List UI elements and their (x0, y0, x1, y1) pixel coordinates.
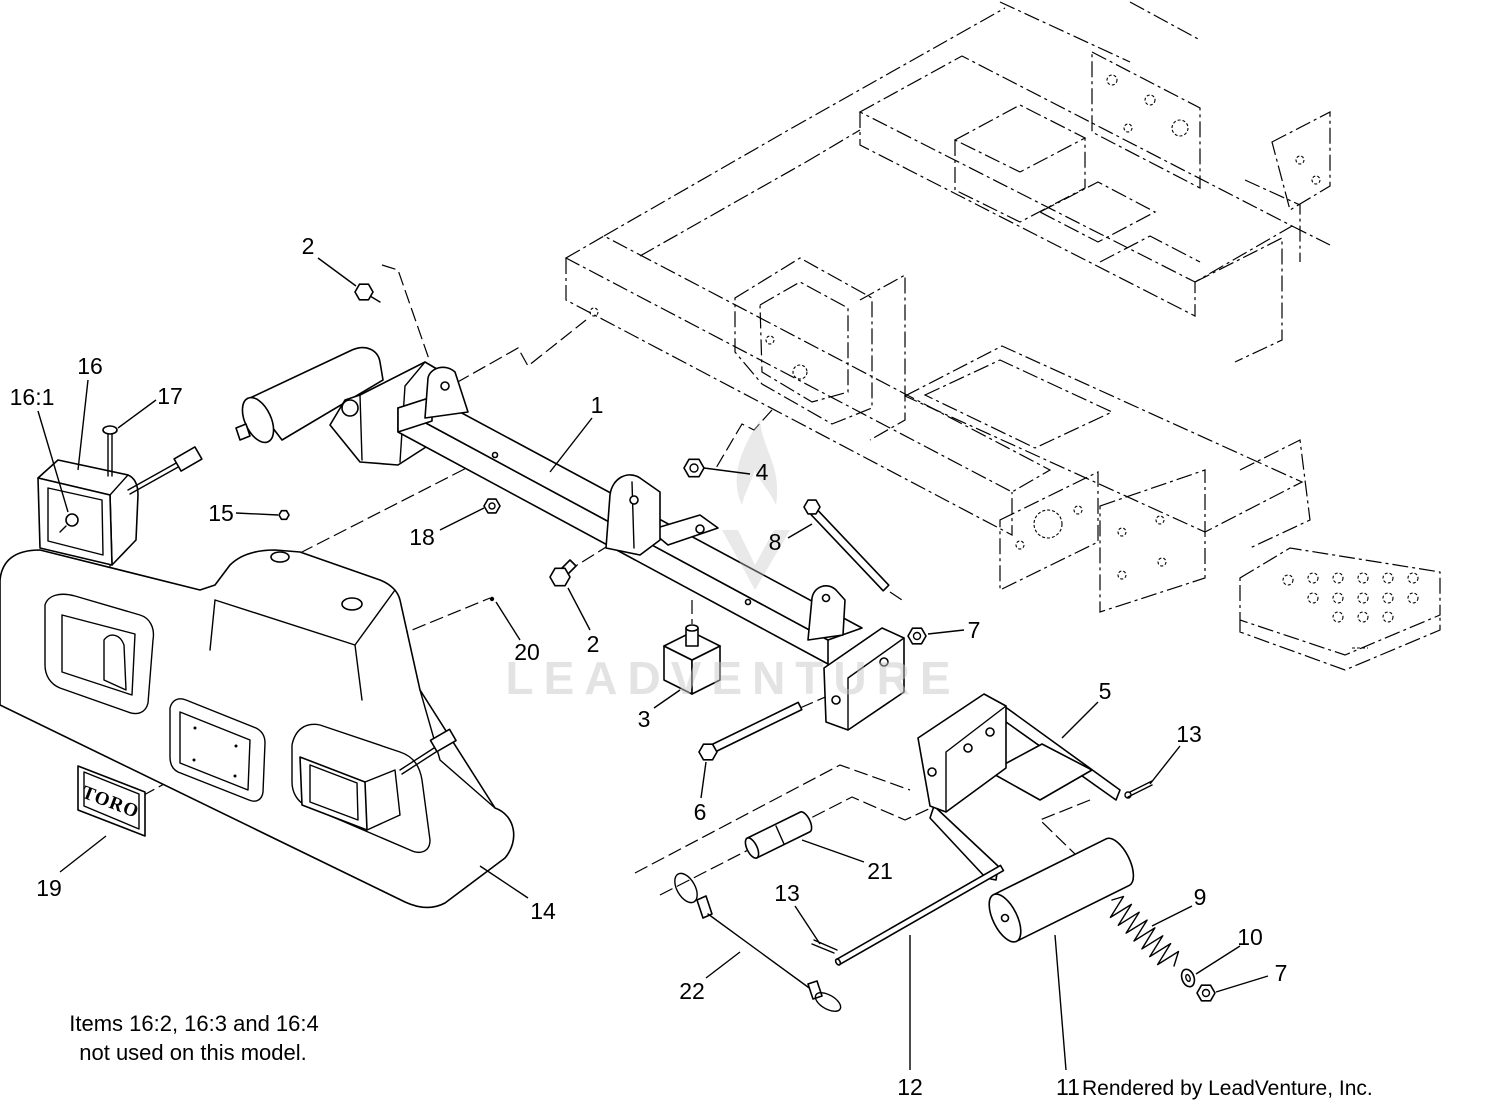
callout-label: 10 (1237, 924, 1263, 950)
bolt-2-lower (549, 559, 577, 587)
bumper-block (663, 624, 721, 695)
callout-label: 4 (756, 459, 769, 485)
wire-connector-right (399, 728, 457, 775)
watermark-text: LEADVENTURE (505, 652, 960, 704)
callout-label: 13 (774, 880, 800, 906)
nut-18 (483, 498, 501, 514)
callout-label: 20 (514, 639, 540, 665)
front-roller (988, 837, 1135, 943)
washer-10 (1180, 968, 1196, 988)
bolt-6 (698, 701, 803, 761)
roller-bracket (917, 693, 1121, 881)
callout-label: 3 (638, 706, 651, 732)
callout-label: 7 (1275, 960, 1288, 986)
callout-label: 14 (530, 898, 556, 924)
callout-label: 11 (1056, 1074, 1080, 1100)
nut-7-upper (907, 627, 927, 645)
headlight (37, 459, 139, 566)
spring (1109, 895, 1180, 967)
usage-note: Items 16:2, 16:3 and 16:4 not used on th… (69, 1011, 319, 1065)
note-line-2: not used on this model. (79, 1040, 306, 1065)
pin-13-lower (811, 939, 838, 954)
callout-label: 22 (679, 978, 705, 1004)
tractor-frame (564, 1, 1331, 613)
mounting-plate (823, 627, 905, 731)
callout-label: 21 (867, 858, 893, 884)
pin-21 (744, 811, 813, 859)
pin-13-upper (1124, 780, 1153, 799)
callout-leaders (37, 257, 1269, 1071)
watermark: LEADVENTURE (505, 420, 960, 704)
callout-label: 13 (1176, 721, 1202, 747)
callout-label: 15 (208, 500, 234, 526)
bar-right-bracket (807, 585, 846, 641)
nut-7-lower (1196, 984, 1216, 1002)
headlight-wire (127, 446, 203, 495)
bar-end-bracket (424, 366, 469, 419)
callout-label: 2 (302, 233, 315, 259)
screw-15 (278, 509, 290, 521)
callout-label: 8 (769, 529, 782, 555)
callout-label: 2 (587, 631, 600, 657)
callout-label: 18 (409, 524, 435, 550)
bolt-2-upper (354, 283, 381, 303)
callout-label: 12 (897, 1074, 923, 1100)
callout-label: 19 (36, 875, 62, 901)
callout-label: 6 (694, 799, 707, 825)
bumper-cover (0, 549, 515, 909)
callout-labels: 2 16 16:1 17 1 4 15 18 8 2 20 7 3 5 13 6… (10, 233, 1288, 1100)
rod (834, 864, 1005, 966)
callout-label: 9 (1194, 884, 1207, 910)
note-line-1: Items 16:2, 16:3 and 16:4 (69, 1011, 319, 1036)
bolt-17 (102, 425, 118, 477)
nut-4 (683, 458, 705, 478)
toro-emblem: TORO (77, 765, 146, 837)
callout-label: 5 (1099, 678, 1112, 704)
bolt-8 (803, 499, 890, 592)
lanyard (674, 872, 842, 1012)
item-20 (489, 596, 495, 602)
callout-label: 1 (591, 392, 604, 418)
callout-label: 17 (157, 383, 183, 409)
bar-center-bracket (605, 474, 719, 556)
callout-label: 16:1 (10, 384, 55, 410)
callout-label: 16 (77, 353, 103, 379)
callout-label: 7 (968, 617, 981, 643)
footrest (1239, 547, 1441, 671)
render-credit: Rendered by LeadVenture, Inc. (1082, 1077, 1373, 1100)
